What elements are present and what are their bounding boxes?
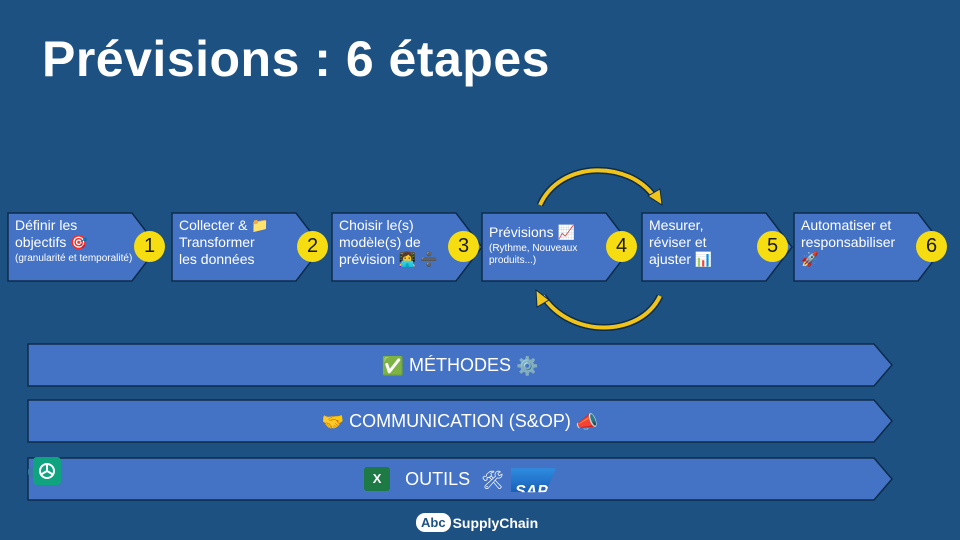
gear-icon: ⚙️ bbox=[516, 356, 539, 377]
step-number-2: 2 bbox=[297, 231, 328, 262]
bar-label: MÉTHODES bbox=[408, 355, 511, 375]
logo-brand: SupplyChain bbox=[452, 514, 539, 531]
step-label: Définir les objectifs 🎯 (granularité et … bbox=[15, 217, 133, 264]
bar-communication: 🤝 COMMUNICATION (S&OP) 📣 bbox=[27, 399, 893, 443]
cycle-arrow-top bbox=[536, 166, 658, 207]
step-label: Collecter & 📁 Transformer les données bbox=[179, 217, 269, 267]
step-label: Automatiser et responsabiliser 🚀 bbox=[801, 217, 896, 267]
excel-icon: X bbox=[364, 467, 391, 492]
cycle-arrowhead-bottom bbox=[535, 288, 550, 308]
step-chevron bbox=[7, 212, 159, 282]
step-chevron bbox=[331, 212, 483, 282]
step-label: Choisir le(s) modèle(s) de prévision 👩‍💻… bbox=[339, 217, 438, 267]
sap-logo: SAP bbox=[511, 468, 556, 493]
step-number-4: 4 bbox=[606, 231, 637, 262]
megaphone-icon: 📣 bbox=[575, 412, 599, 433]
cycle-arrowhead-top bbox=[647, 188, 663, 206]
bar-arrow-shape bbox=[27, 399, 893, 443]
step-2: Collecter & 📁 Transformer les données bbox=[171, 212, 323, 282]
step-number-1: 1 bbox=[134, 231, 165, 262]
step-number-6: 6 bbox=[916, 231, 947, 262]
step-1: Définir les objectifs 🎯 (granularité et … bbox=[7, 212, 159, 282]
step-number-5: 5 bbox=[757, 231, 788, 262]
step-chevron bbox=[481, 212, 633, 282]
step-chevron bbox=[171, 212, 323, 282]
step-chevron bbox=[793, 212, 945, 282]
tools-icon: 🛠 bbox=[481, 470, 504, 491]
logo-box: Abc bbox=[416, 513, 451, 532]
bar-outils: X OUTILS 🛠 SAP bbox=[27, 457, 893, 501]
bar-arrow-shape bbox=[27, 343, 893, 387]
step-label: Prévisions 📈 (Rythme, Nouveaux produits.… bbox=[489, 224, 578, 266]
handshake-icon: 🤝 bbox=[321, 412, 345, 433]
step-5: Mesurer, réviser et ajuster 📊 bbox=[641, 212, 793, 282]
check-icon: ✅ bbox=[381, 356, 404, 377]
step-3: Choisir le(s) modèle(s) de prévision 👩‍💻… bbox=[331, 212, 483, 282]
step-6: Automatiser et responsabiliser 🚀 bbox=[793, 212, 945, 282]
step-4: Prévisions 📈 (Rythme, Nouveaux produits.… bbox=[481, 212, 633, 282]
bar-methodes: ✅ MÉTHODES ⚙️ bbox=[27, 343, 893, 387]
step-label: Mesurer, réviser et ajuster 📊 bbox=[649, 217, 713, 267]
step-number-3: 3 bbox=[448, 231, 479, 262]
bar-arrow-shape bbox=[27, 457, 893, 501]
chatgpt-icon bbox=[33, 457, 61, 485]
page-title: Prévisions : 6 étapes bbox=[42, 31, 550, 87]
bar-label: COMMUNICATION (S&OP) bbox=[349, 411, 571, 431]
bar-label: OUTILS bbox=[405, 469, 471, 489]
step-chevron bbox=[641, 212, 793, 282]
